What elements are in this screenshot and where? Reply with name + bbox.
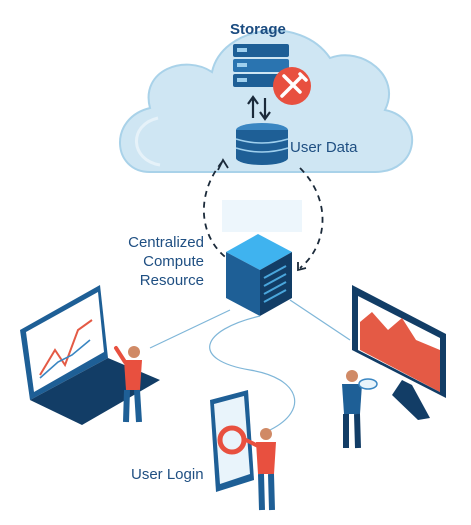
user-data-label: User Data [290, 139, 358, 156]
connection-lines [149, 299, 351, 431]
monitor-icon [352, 285, 446, 420]
compute-label-line3: Resource [139, 272, 204, 289]
compute-label-line2: Compute [143, 253, 204, 270]
person-monitor-icon [342, 370, 378, 449]
compute-resource-label: Centralized Compute Resource [96, 233, 204, 290]
compute-label-line1: Centralized [128, 234, 204, 251]
server-icon [222, 200, 302, 316]
tablet-icon [210, 390, 254, 492]
data-flow-arrows [203, 158, 324, 272]
user-login-label: User Login [131, 466, 204, 483]
database-icon [235, 123, 289, 165]
sync-arrows-icon [247, 95, 271, 121]
person-tablet-icon [244, 428, 276, 511]
tools-badge-icon [273, 67, 311, 105]
storage-label: Storage [230, 21, 286, 38]
person-laptop-icon [114, 346, 142, 423]
